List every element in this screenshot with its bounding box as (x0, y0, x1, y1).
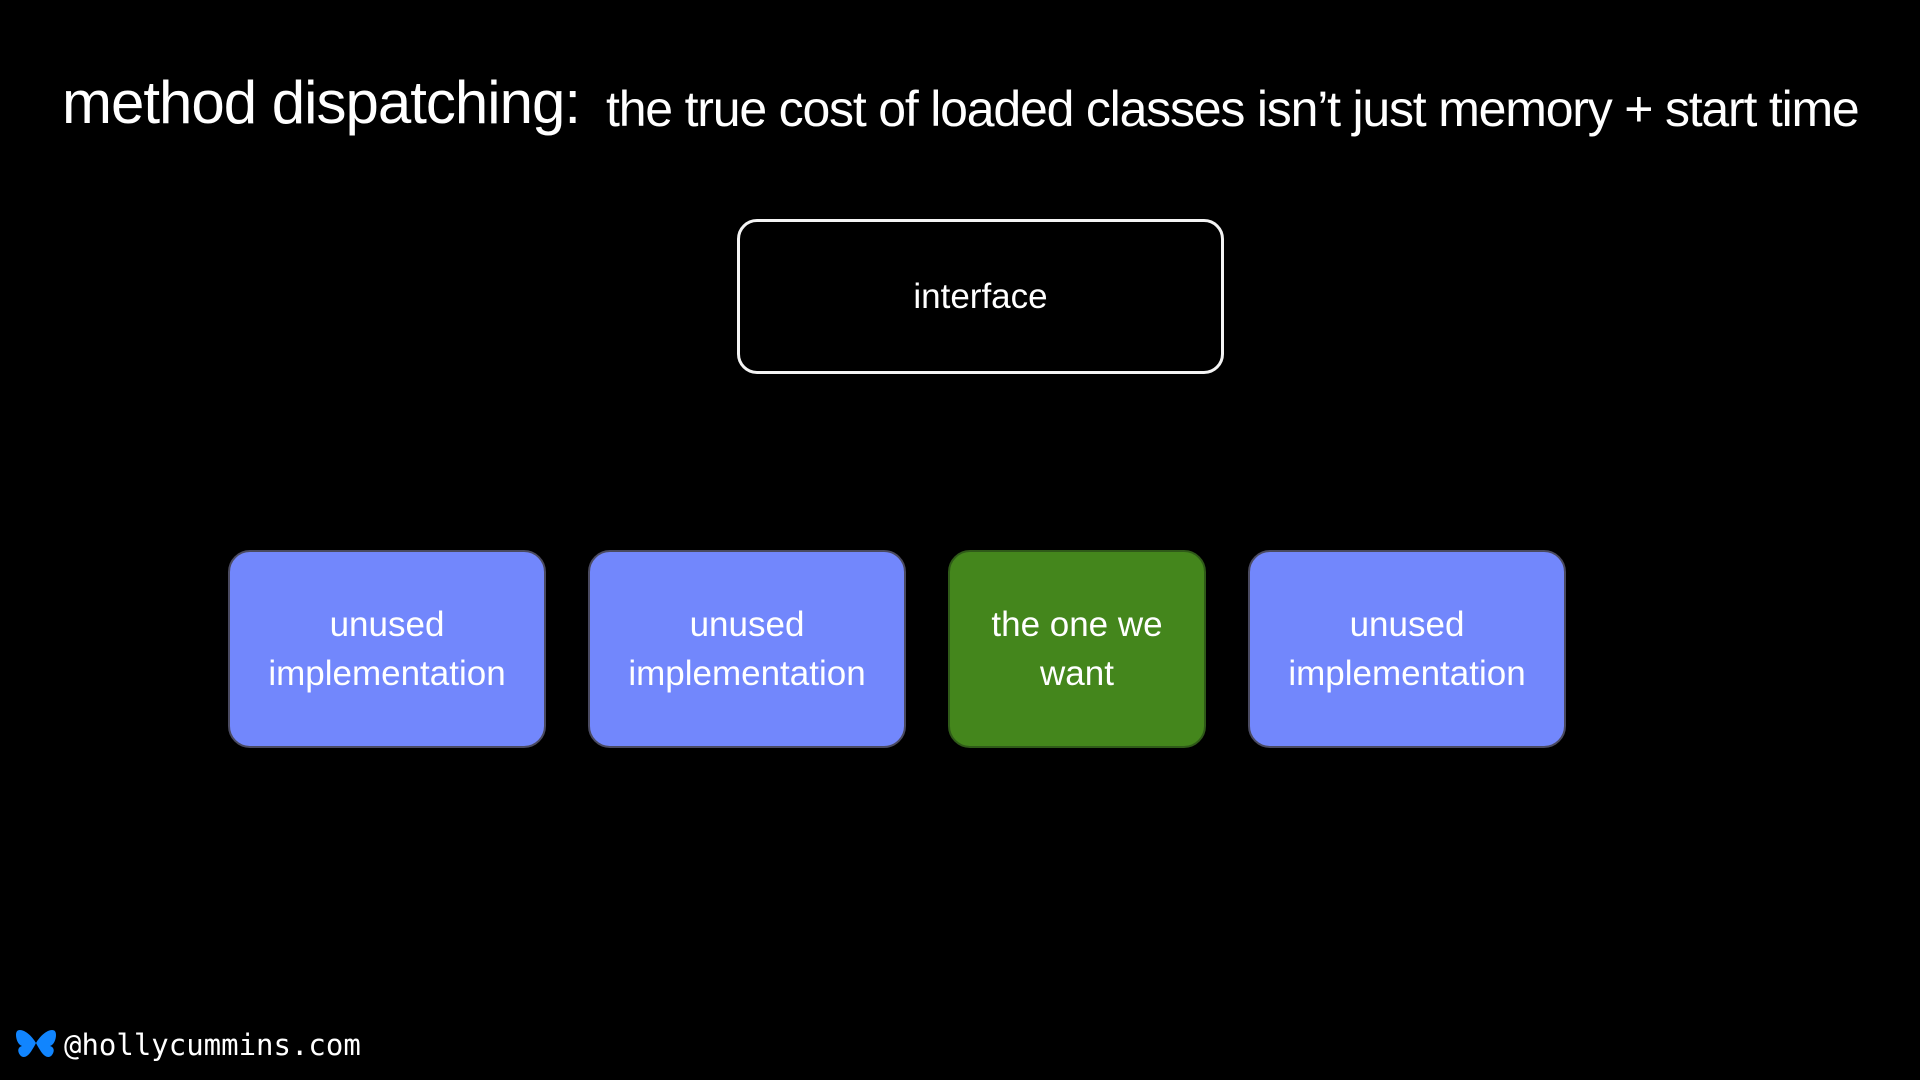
butterfly-icon (16, 1030, 56, 1058)
slide-title: method dispatching: (62, 69, 581, 136)
implementation-label-2: unused implementation (628, 605, 866, 693)
footer: @hollycummins.com (16, 1028, 361, 1062)
interface-label: interface (913, 277, 1048, 316)
implementation-box-1: unused implementation (228, 550, 546, 748)
implementation-box-2: unused implementation (588, 550, 906, 748)
wanted-implementation-label: the one we want (991, 605, 1163, 693)
interface-box: interface (737, 219, 1224, 374)
slide-subtitle: the true cost of loaded classes isn’t ju… (606, 81, 1860, 137)
author-handle: @hollycummins.com (64, 1028, 361, 1062)
implementation-label-1: unused implementation (268, 605, 506, 693)
implementation-box-4: unused implementation (1248, 550, 1566, 748)
implementation-label-4: unused implementation (1288, 605, 1526, 693)
wanted-implementation-box: the one we want (948, 550, 1206, 748)
